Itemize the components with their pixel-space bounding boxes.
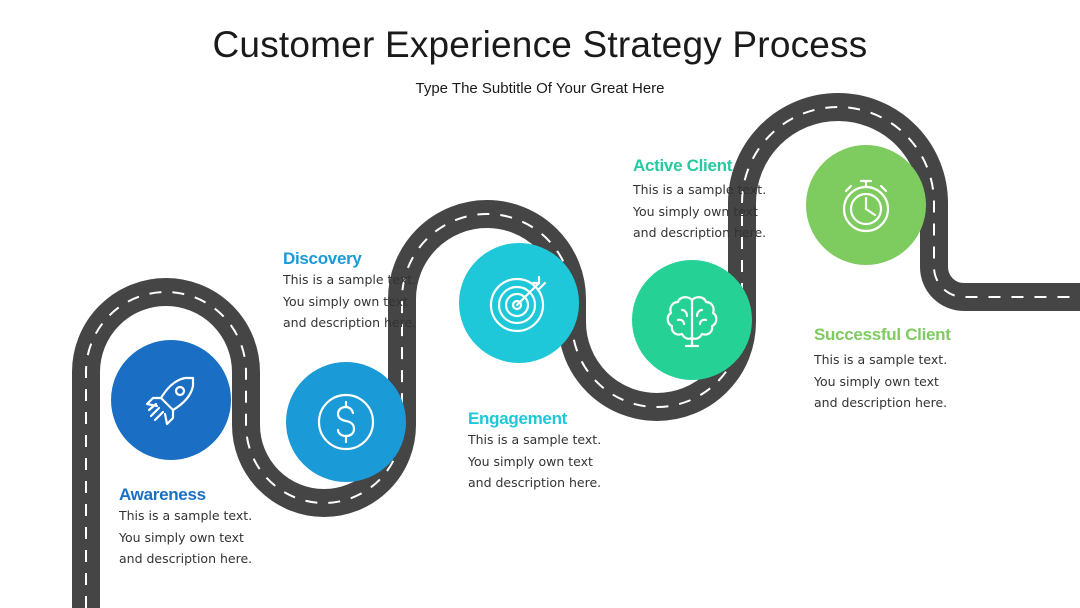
successful-client-description: This is a sample text. You simply own te…: [814, 349, 964, 414]
discovery-circle: [286, 362, 406, 482]
awareness-line-2: You simply own text: [119, 529, 244, 545]
discovery-title: Discovery: [283, 249, 362, 268]
successful-client-line-3: and description here.: [814, 395, 948, 410]
awareness-circle: [111, 340, 231, 460]
rocket-icon: [145, 376, 195, 426]
engagement-description: This is a sample text. You simply own te…: [468, 429, 618, 494]
engagement-circle: [459, 243, 579, 363]
active-client-title: Active Client: [633, 156, 733, 175]
successful-client-title: Successful Client: [814, 325, 951, 344]
brain-icon: [666, 296, 718, 348]
awareness-line-3: and description here.: [119, 551, 253, 566]
successful-client-circle: [806, 145, 926, 265]
engagement-line-3: and description here.: [468, 475, 602, 490]
stopwatch-icon: [842, 179, 890, 233]
discovery-line-2: You simply own text: [283, 293, 408, 309]
active-client-line-2: You simply own text: [633, 203, 758, 219]
dollar-icon: [317, 393, 375, 451]
awareness-title: Awareness: [119, 485, 206, 504]
active-client-line-3: and description here.: [633, 225, 767, 240]
road-lane-dashes: [85, 106, 1080, 608]
active-client-circle: [632, 260, 752, 380]
discovery-description: This is a sample text. You simply own te…: [283, 269, 433, 334]
successful-client-line-2: You simply own text: [814, 373, 939, 389]
active-client-description: This is a sample text. You simply own te…: [633, 179, 783, 244]
target-icon: [489, 275, 547, 333]
discovery-line-3: and description here.: [283, 315, 417, 330]
discovery-line-1: This is a sample text.: [283, 272, 417, 287]
engagement-line-2: You simply own text: [468, 453, 593, 469]
page-title: Customer Experience Strategy Process: [212, 24, 868, 65]
active-client-line-1: This is a sample text.: [633, 182, 767, 197]
successful-client-line-1: This is a sample text.: [814, 352, 948, 367]
engagement-title: Engagement: [468, 409, 568, 428]
page-subtitle: Type The Subtitle Of Your Great Here: [415, 80, 665, 97]
awareness-description: This is a sample text. You simply own te…: [119, 505, 269, 570]
awareness-line-1: This is a sample text.: [119, 508, 253, 523]
engagement-line-1: This is a sample text.: [468, 432, 602, 447]
